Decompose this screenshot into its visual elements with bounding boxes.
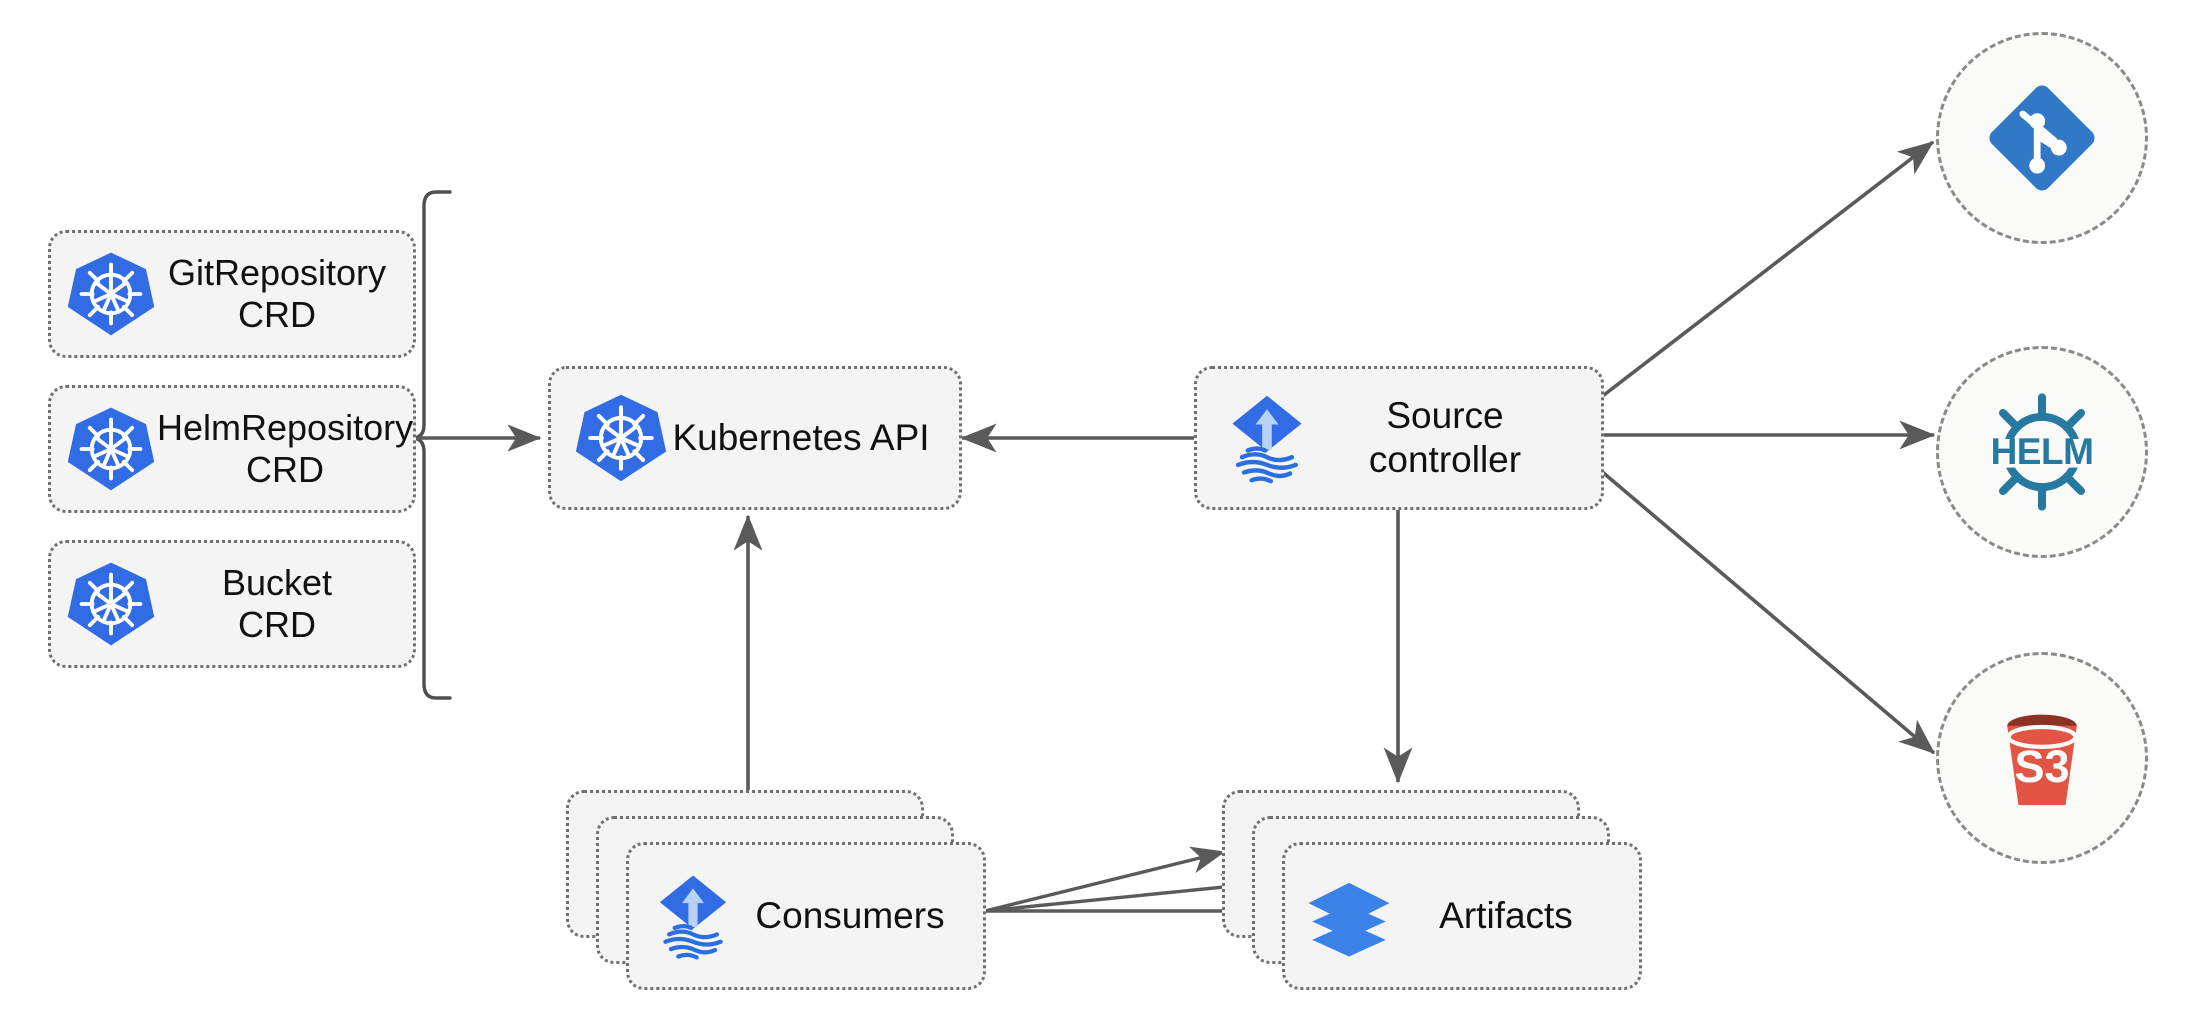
kubernetes-icon — [65, 248, 157, 340]
kubernetes-icon — [65, 558, 157, 650]
edge-source-controller-to-s3 — [1598, 468, 1936, 755]
s3-source-circle[interactable]: S3 — [1936, 652, 2148, 864]
kubernetes-api-node[interactable]: Kubernetes API — [548, 366, 962, 510]
git-source-circle[interactable] — [1936, 32, 2148, 244]
consumers-label: Consumers — [755, 895, 945, 937]
s3-bucket-icon: S3 — [1980, 696, 2104, 820]
gitrepository-crd-node[interactable]: GitRepository CRD — [48, 230, 416, 358]
kubernetes-icon — [573, 390, 669, 486]
flux-source-icon — [1219, 390, 1315, 486]
git-icon — [1982, 78, 2102, 198]
edge-source-controller-to-git — [1598, 140, 1935, 400]
consumers-node[interactable]: Consumers — [626, 842, 986, 990]
bucket-crd-label: Bucket CRD — [221, 561, 333, 645]
artifacts-label: Artifacts — [1439, 895, 1573, 937]
kubernetes-api-label: Kubernetes API — [672, 417, 930, 459]
edge-consumers-to-artifacts-1 — [984, 846, 1226, 913]
helm-source-circle[interactable]: HELM — [1936, 346, 2148, 558]
source-controller-label: Source controller — [1368, 395, 1522, 480]
helmrepository-crd-node[interactable]: HelmRepository CRD — [48, 385, 416, 513]
s3-wordmark: S3 — [2014, 741, 2070, 792]
gitrepository-crd-label: GitRepository CRD — [167, 251, 387, 335]
consumers-stack[interactable]: Consumers — [566, 790, 986, 990]
bucket-crd-node[interactable]: Bucket CRD — [48, 540, 416, 668]
helmrepository-crd-label: HelmRepository CRD — [157, 406, 414, 490]
kubernetes-icon — [65, 403, 157, 495]
artifacts-stack[interactable]: Artifacts — [1222, 790, 1642, 990]
layers-icon — [1303, 870, 1395, 962]
artifacts-node[interactable]: Artifacts — [1282, 842, 1642, 990]
source-controller-node[interactable]: Source controller — [1194, 366, 1604, 510]
edge-consumers-to-artifacts-2 — [984, 873, 1256, 913]
flux-source-icon — [647, 870, 739, 962]
helm-wordmark: HELM — [1990, 431, 2094, 472]
helm-icon: HELM — [1977, 387, 2107, 517]
